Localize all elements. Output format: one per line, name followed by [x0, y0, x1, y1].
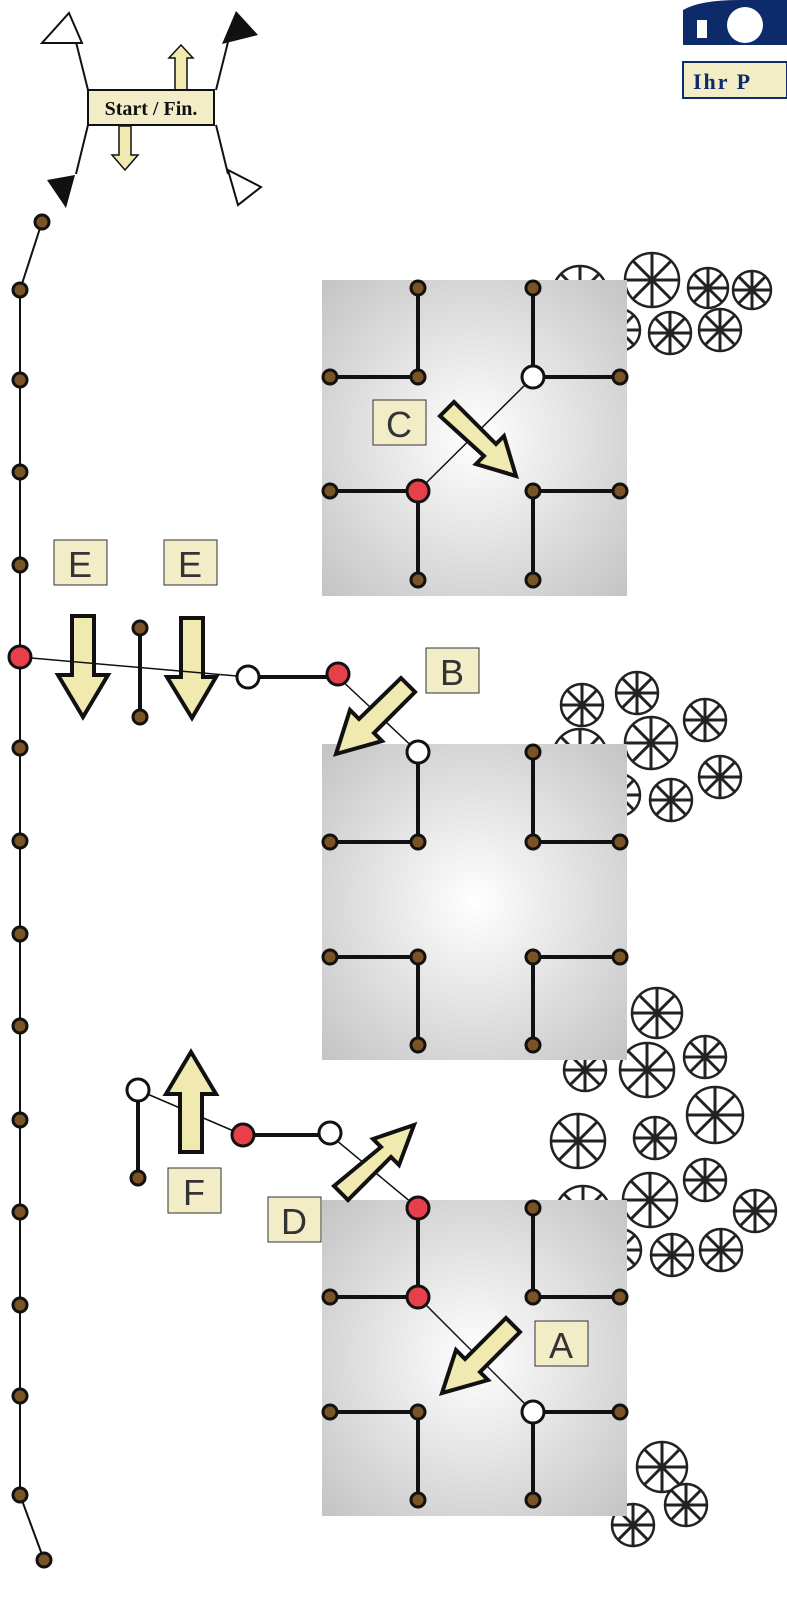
- tree-icon: [623, 251, 681, 309]
- track-post: [11, 1387, 29, 1405]
- tree-icon: [663, 1482, 709, 1528]
- track-post: [11, 281, 29, 299]
- left-track: [11, 213, 53, 1569]
- track-post: [11, 556, 29, 574]
- track-post: [35, 1551, 53, 1569]
- up-arrow-icon: [167, 43, 195, 91]
- logo-text: Ihr P: [693, 69, 752, 94]
- direction-arrow-icon: [331, 1121, 418, 1203]
- tree-icon: [549, 1112, 607, 1170]
- track-post: [11, 925, 29, 943]
- white-flag-icon: [125, 1077, 151, 1103]
- track-post: [11, 832, 29, 850]
- start-flag-icon: [47, 175, 75, 208]
- tree-icon: [731, 269, 773, 311]
- tree-icon: [685, 1085, 745, 1145]
- zone-top: C: [321, 279, 629, 596]
- tree-icon: [682, 1157, 728, 1203]
- tree-icon: [647, 310, 693, 356]
- tree-icon: [682, 1034, 728, 1080]
- white-flag-icon: [405, 739, 431, 765]
- tree-icon: [682, 697, 728, 743]
- track-post: [11, 371, 29, 389]
- start-flag-icon: [222, 11, 258, 44]
- station-e: E E: [7, 539, 419, 753]
- zone-middle: B: [321, 647, 629, 1060]
- tree-icon: [623, 715, 679, 771]
- start-finish-label: Start / Fin.: [105, 98, 198, 120]
- white-flag-icon: [317, 1120, 343, 1146]
- red-flag-icon: [7, 644, 33, 670]
- logo: Ihr P: [682, 0, 787, 99]
- down-arrow-icon: [110, 125, 140, 172]
- track-post: [11, 1296, 29, 1314]
- station-f: F: [125, 1048, 419, 1214]
- zone-bottom: D A: [267, 1121, 629, 1516]
- track-post: [11, 739, 29, 757]
- track-post: [33, 213, 51, 231]
- down-arrow-icon: [54, 614, 112, 721]
- station-label-e1: E: [68, 544, 92, 585]
- direction-arrow-icon: [332, 675, 418, 757]
- red-flag-icon: [405, 478, 431, 504]
- track-post: [11, 1486, 29, 1504]
- tree-icon: [635, 1440, 689, 1494]
- white-flag-icon: [520, 364, 546, 390]
- tree-icon: [618, 1041, 676, 1099]
- station-label-d: D: [281, 1201, 307, 1242]
- track-post: [11, 1017, 29, 1035]
- start-finish-gate: Start / Fin.: [39, 11, 263, 208]
- tree-icon: [630, 986, 684, 1040]
- tree-icon: [649, 1232, 695, 1278]
- start-flag-icon: [39, 11, 84, 44]
- tree-icon: [632, 1115, 678, 1161]
- white-flag-icon: [520, 1399, 546, 1425]
- tree-icon: [697, 307, 743, 353]
- track-post: [11, 463, 29, 481]
- tree-icon: [559, 682, 605, 728]
- station-label-f: F: [183, 1172, 205, 1213]
- track-post: [11, 1111, 29, 1129]
- tree-icon: [732, 1188, 778, 1234]
- tree-icon: [614, 670, 660, 716]
- station-label-a: A: [549, 1325, 573, 1366]
- tree-icon: [698, 1227, 744, 1273]
- tree-icon: [648, 777, 694, 823]
- direction-arrow-icon: [438, 1315, 523, 1396]
- tree-icon: [621, 1171, 679, 1229]
- direction-arrow-icon: [437, 399, 519, 479]
- track-post: [11, 1203, 29, 1221]
- red-flag-icon: [325, 661, 351, 687]
- tree-icon: [697, 754, 743, 800]
- red-flag-icon: [230, 1122, 256, 1148]
- tree-icon: [686, 266, 730, 310]
- start-flag-icon: [226, 168, 263, 207]
- station-label-c: C: [386, 404, 412, 445]
- up-arrow-icon: [162, 1048, 220, 1154]
- station-label-e2: E: [178, 544, 202, 585]
- white-flag-icon: [235, 664, 261, 690]
- red-flag-icon: [405, 1284, 431, 1310]
- down-arrow-icon: [163, 616, 220, 722]
- red-flag-icon: [405, 1195, 431, 1221]
- station-label-b: B: [440, 652, 464, 693]
